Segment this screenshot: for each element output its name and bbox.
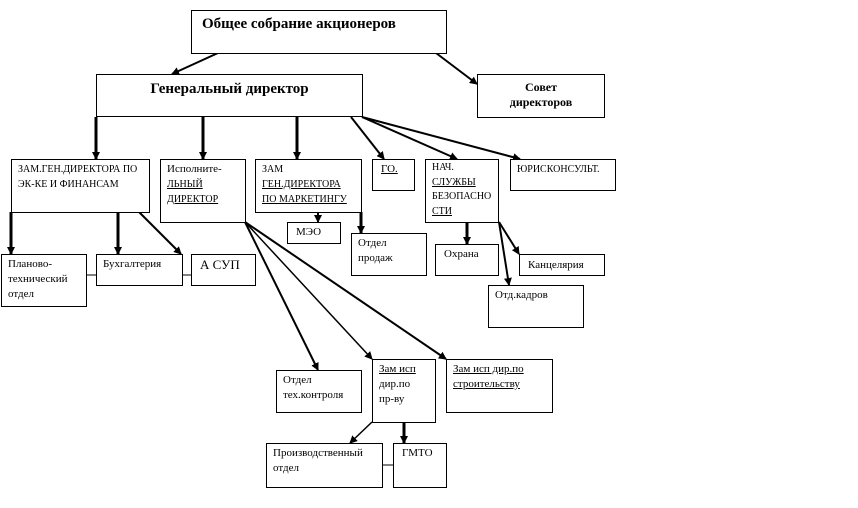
node-legal-counsel: ЮРИСКОНСУЛЬТ. [510, 159, 616, 191]
node-label: Нач. [432, 162, 454, 173]
node-production-dept: Производственный отдел [266, 443, 383, 488]
node-label: Отдел [358, 237, 387, 249]
node-general-director: Генеральный директор [96, 74, 363, 117]
node-label: пр-ву [379, 393, 405, 405]
node-label: ЭК-КЕ И ФИНАНСАМ [18, 179, 119, 190]
arrow-general_director-to-go [350, 116, 385, 160]
node-asup: А СУП [191, 254, 256, 286]
arrow-general_director-to-security_head [361, 116, 458, 160]
node-label: технический [8, 273, 68, 285]
node-label: безопасно [432, 191, 492, 202]
arrow-general_director-to-legal [361, 116, 521, 162]
node-label: ГО. [381, 163, 398, 175]
node-label: Бухгалтерия [103, 258, 162, 270]
arrow-shareholders-to-board [435, 52, 478, 85]
node-label: МЭО [296, 226, 322, 238]
node-civil-defense: ГО. [372, 159, 415, 191]
node-label: ЗАМ.ГЕН.ДИРЕКТОРА ПО [18, 164, 138, 175]
node-label: отдел [273, 462, 299, 474]
node-label: Производственный [273, 447, 363, 459]
node-label: по маркетингу [262, 194, 347, 205]
node-guard: Охрана [435, 244, 499, 276]
node-executive-director: Исполните- льный директор [160, 159, 246, 223]
node-label: Отдел [283, 374, 312, 386]
node-gmto: ГМТО [393, 443, 447, 488]
node-label: директор [167, 194, 219, 205]
node-label: строительству [453, 378, 520, 390]
node-label: Отд.кадров [495, 289, 548, 301]
node-label: Зам [262, 164, 284, 175]
node-deputy-construction: Зам исп дир.по строительству [446, 359, 553, 413]
node-sales-dept: Отдел продаж [351, 233, 427, 276]
node-label: отдел [8, 288, 34, 300]
node-meo: МЭО [287, 222, 341, 244]
node-deputy-production: Зам исп дир.по пр-ву [372, 359, 436, 423]
node-label: Генеральный директор [150, 81, 309, 97]
node-hr-dept: Отд.кадров [488, 285, 584, 328]
node-label: Зам исп дир.по [453, 363, 524, 375]
node-label: Совет [524, 80, 558, 94]
node-label: службы [432, 176, 476, 188]
node-board-of-directors: Совет директоров [477, 74, 605, 118]
node-label: ГМТО [402, 447, 433, 459]
node-label: Охрана [444, 248, 479, 260]
node-label: Планово- [8, 258, 52, 270]
node-label: ЮРИСКОНСУЛЬТ. [517, 164, 600, 175]
node-chancellery: Канцелярия [519, 254, 605, 276]
node-deputy-marketing: Зам ген.директора по маркетингу [255, 159, 362, 213]
arrow-deputy_production-to-production_dept [349, 421, 373, 444]
node-security-head: Нач. службы безопасно сти [425, 159, 499, 223]
node-label: А СУП [200, 257, 240, 272]
node-label: продаж [358, 252, 393, 264]
node-label: льный [167, 179, 203, 190]
arrow-shareholders-to-general_director [171, 52, 219, 75]
node-tech-control: Отдел тех.контроля [276, 370, 362, 413]
node-planning-dept: Планово- технический отдел [1, 254, 87, 307]
node-label: Общее собрание акционеров [202, 16, 396, 32]
arrow-executive_director-to-tech_control [244, 221, 319, 371]
arrow-security_head-to-office [498, 221, 520, 255]
node-label: Зам исп [379, 363, 416, 375]
node-label: ген.директора [262, 179, 341, 190]
node-label: дир.по [379, 378, 411, 390]
node-deputy-finance: ЗАМ.ГЕН.ДИРЕКТОРА ПО ЭК-КЕ И ФИНАНСАМ [11, 159, 150, 213]
arrow-security_head-to-hr [498, 221, 512, 286]
node-accounting: Бухгалтерия [96, 254, 183, 286]
node-shareholders-meeting: Общее собрание акционеров [191, 10, 447, 54]
node-label: сти [432, 205, 452, 217]
node-label: Канцелярия [528, 259, 584, 271]
arrow-executive_director-to-deputy_construction [244, 221, 447, 360]
node-label: тех.контроля [283, 389, 344, 401]
node-label: Исполните- [167, 163, 222, 175]
node-label: директоров [509, 95, 573, 109]
arrow-executive_director-to-deputy_production [244, 221, 373, 360]
arrow-deputy_finance-to-asup [138, 211, 182, 255]
